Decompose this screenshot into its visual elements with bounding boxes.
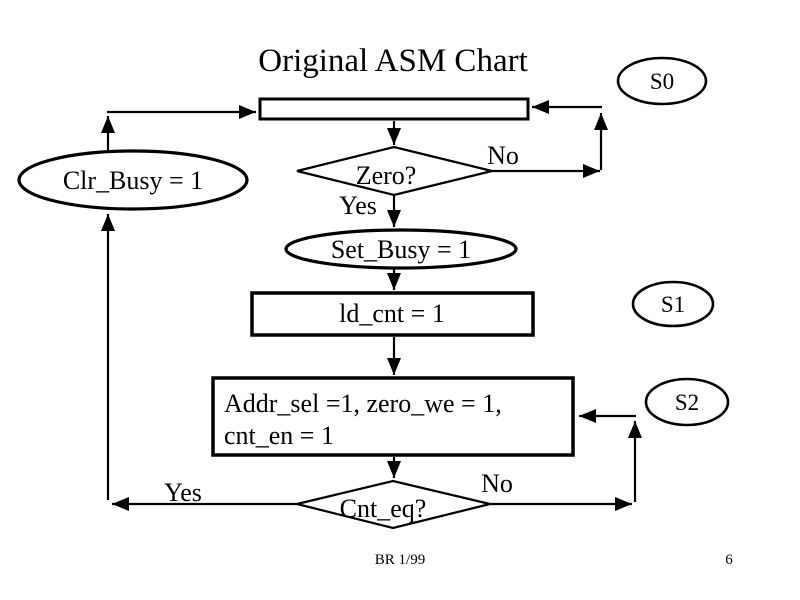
- s2-state-bubble: [644, 377, 730, 427]
- zero-decision-diamond: [296, 145, 493, 197]
- footer-page-number: 6: [725, 552, 733, 568]
- s0-state-bubble: [616, 56, 708, 106]
- set-busy-label: Set_Busy = 1: [331, 235, 471, 264]
- set-busy-ellipse: [284, 228, 518, 270]
- zero-no-edge-label: No: [487, 141, 519, 170]
- cnt-eq-decision-diamond: [296, 479, 491, 530]
- s1-state-bubble: [631, 280, 715, 328]
- s2-state-box: [211, 376, 575, 457]
- cnt-eq-yes-edge-label: Yes: [164, 478, 202, 507]
- footer-credit: BR 1/99: [375, 552, 425, 568]
- cnt-eq-decision-label: Cnt_eq?: [340, 494, 427, 523]
- zero-decision-label: Zero?: [356, 161, 417, 190]
- s1-state-bubble-label: S1: [661, 292, 685, 317]
- clr-busy-ellipse: [17, 149, 249, 211]
- ld-cnt-state-box: [250, 291, 535, 337]
- zero-yes-edge-label: Yes: [339, 191, 377, 220]
- s2-state-bubble-label: S2: [675, 390, 699, 415]
- s2-state-box-label-line1: Addr_sel =1, zero_we = 1,: [224, 389, 502, 418]
- s2-state-box-label-line2: cnt_en = 1: [224, 421, 334, 450]
- cnt-eq-no-edge-label: No: [481, 469, 513, 498]
- state-box-s0: [258, 97, 530, 121]
- clr-busy-label: Clr_Busy = 1: [63, 166, 203, 195]
- s0-state-bubble-label: S0: [650, 69, 674, 94]
- slide-title: Original ASM Chart: [258, 43, 528, 79]
- ld-cnt-label: ld_cnt = 1: [339, 299, 445, 328]
